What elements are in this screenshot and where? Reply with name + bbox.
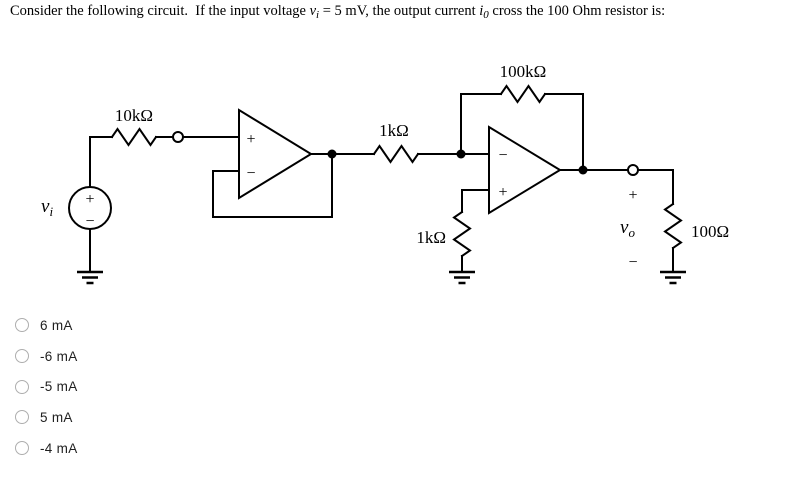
input-resistor [110, 127, 158, 147]
load-resistor-label: 100Ω [691, 222, 729, 241]
ground-resistor-label: 1kΩ [416, 228, 446, 247]
wire-terminal-to-load [637, 169, 674, 205]
vi-label: vi [41, 196, 53, 219]
option-label-3: -5 mA [40, 379, 78, 395]
node-opamp2-output [578, 165, 588, 175]
ground-symbol-opamp2 [449, 270, 475, 285]
ground-symbol-load [660, 270, 686, 285]
opamp1-triangle [238, 108, 313, 200]
opamp1-plus-sign: + [246, 131, 255, 148]
option-label-5: -4 mA [40, 440, 78, 456]
radio-button-3[interactable] [15, 379, 29, 394]
feedback-resistor [499, 84, 547, 104]
answer-options: 6 mA -6 mA -5 mA 5 mA -4 mA [15, 310, 78, 463]
vi-symbol: v [309, 3, 317, 19]
series-resistor-label: 1kΩ [379, 121, 409, 140]
ground-resistor [452, 210, 472, 258]
opamp2-plus-sign: + [498, 184, 507, 201]
question-part1: Consider the following circuit. If the i… [10, 3, 310, 19]
option-label-4: 5 mA [40, 409, 73, 425]
opamp2-minus-sign: − [498, 147, 507, 164]
feedback-resistor-label: 100kΩ [500, 62, 547, 81]
option-label-1: 6 mA [40, 317, 73, 333]
answer-option-3[interactable]: -5 mA [15, 371, 78, 402]
wire-source-to-r-input [89, 136, 113, 188]
answer-option-2[interactable]: -6 mA [15, 341, 78, 372]
wire-feedback-left [460, 93, 502, 155]
wire-opamp2-noninv [461, 189, 490, 213]
radio-button-5[interactable] [15, 441, 29, 456]
vi-subscript: i [316, 9, 320, 21]
source-plus-sign: + [85, 191, 94, 208]
radio-button-2[interactable] [15, 349, 29, 364]
load-resistor [663, 202, 683, 250]
wire-feedback-right [544, 93, 584, 171]
radio-button-4[interactable] [15, 410, 29, 425]
io-subscript: 0 [483, 9, 489, 21]
question-part3: cross the 100 Ohm resistor is: [488, 3, 666, 19]
series-resistor [372, 144, 420, 164]
io-symbol: i [479, 3, 484, 19]
ground-symbol-source [77, 270, 103, 285]
source-minus-sign: − [85, 213, 94, 230]
opamp1-feedback-wire [212, 153, 333, 218]
answer-option-4[interactable]: 5 mA [15, 402, 78, 433]
radio-button-1[interactable] [15, 318, 29, 333]
input-resistor-label: 10kΩ [115, 106, 153, 125]
vo-plus-sign: + [628, 187, 637, 204]
question-part2: = 5 mV, the output current [319, 3, 480, 19]
vo-label: vo [620, 217, 635, 240]
output-terminal-circle [627, 164, 639, 176]
input-terminal-circle [172, 131, 184, 143]
vo-minus-sign: − [628, 254, 637, 271]
option-label-2: -6 mA [40, 348, 78, 364]
answer-option-1[interactable]: 6 mA [15, 310, 78, 341]
answer-option-5[interactable]: -4 mA [15, 433, 78, 464]
opamp1-minus-sign: − [246, 165, 255, 182]
question-text: Consider the following circuit. If the i… [10, 3, 666, 21]
opamp2-triangle [488, 125, 562, 215]
node-opamp1-output [327, 149, 337, 159]
